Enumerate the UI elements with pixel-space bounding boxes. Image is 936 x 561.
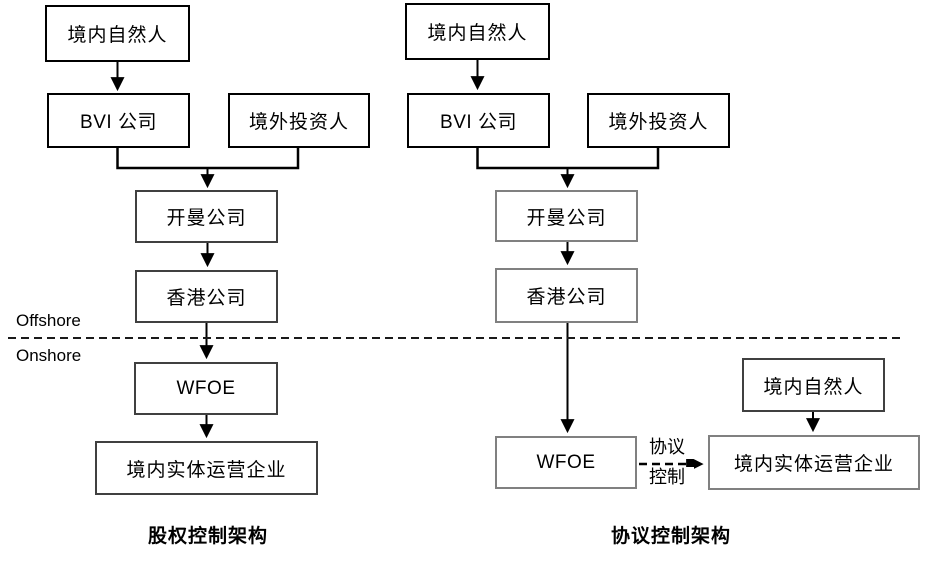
node-left-foreign-investor: 境外投资人	[228, 93, 370, 148]
equity-structure-caption: 股权控制架构	[147, 525, 268, 547]
onshore-label: Onshore	[16, 346, 82, 365]
vie-edge-label-line2: 控制	[640, 467, 694, 489]
offshore-label: Offshore	[16, 311, 81, 330]
node-right-cayman-company: 开曼公司	[495, 190, 638, 242]
node-right-foreign-investor: 境外投资人	[587, 93, 730, 148]
vie-structure-caption: 协议控制架构	[610, 525, 731, 547]
merge-connector-left	[116, 148, 300, 170]
node-right-hongkong-company: 香港公司	[495, 268, 638, 323]
node-right-wfoe: WFOE	[495, 436, 637, 489]
node-right-operating-company: 境内实体运营企业	[708, 435, 920, 490]
node-right-natural-person: 境内自然人	[405, 3, 550, 60]
merge-connector-right	[476, 148, 660, 170]
node-left-wfoe: WFOE	[134, 362, 278, 415]
node-left-cayman-company: 开曼公司	[135, 190, 278, 243]
node-right-natural-person-domestic: 境内自然人	[742, 358, 885, 412]
vie-edge-label-line1: 协议	[640, 437, 694, 459]
node-left-natural-person: 境内自然人	[45, 5, 190, 62]
node-left-bvi-company: BVI 公司	[47, 93, 190, 148]
node-left-hongkong-company: 香港公司	[135, 270, 278, 323]
node-left-operating-company: 境内实体运营企业	[95, 441, 318, 495]
node-right-bvi-company: BVI 公司	[407, 93, 550, 148]
